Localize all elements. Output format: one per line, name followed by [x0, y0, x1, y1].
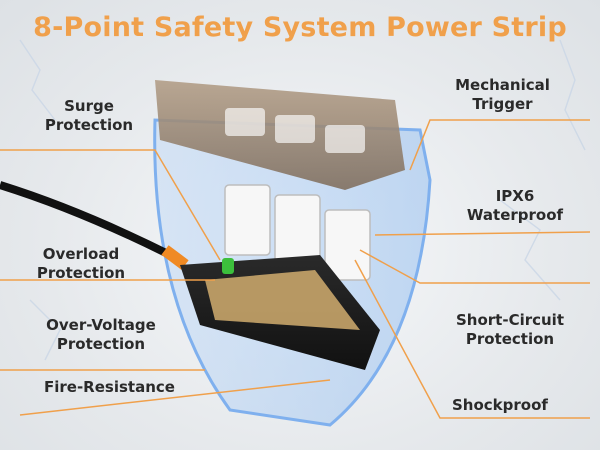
power-cord	[0, 181, 172, 259]
label-overload-line1: Overload	[42, 245, 120, 263]
label-short-circuit-protection: Short-Circuit Protection	[440, 311, 580, 349]
top-shell	[155, 80, 405, 190]
page-title: 8-Point Safety System Power Strip	[33, 12, 567, 43]
label-shockproof: Shockproof	[452, 396, 548, 415]
label-mechanical-trigger: Mechanical Trigger	[435, 76, 570, 114]
label-ipx6-waterproof: IPX6 Waterproof	[450, 187, 580, 225]
label-shortcircuit-line2: Protection	[465, 330, 555, 348]
label-overvoltage-protection: Over-Voltage Protection	[26, 316, 176, 354]
label-mechanical-line2: Trigger	[472, 95, 533, 113]
label-surge-line2: Protection	[44, 116, 134, 134]
label-ipx6-line1: IPX6	[495, 187, 535, 205]
label-shockproof-line1: Shockproof	[452, 396, 548, 414]
label-surge-line1: Surge	[64, 97, 114, 115]
label-overload-line2: Protection	[36, 264, 126, 282]
label-shortcircuit-line1: Short-Circuit	[455, 311, 564, 329]
socket-modules	[224, 184, 371, 281]
base-unit	[180, 255, 380, 370]
leader-lines	[0, 119, 591, 419]
label-ipx6-line2: Waterproof	[466, 206, 564, 224]
label-fire-resistance: Fire-Resistance	[44, 378, 175, 397]
label-surge-protection: Surge Protection	[24, 97, 154, 135]
label-fire-line1: Fire-Resistance	[44, 378, 175, 396]
label-overload-protection: Overload Protection	[20, 245, 142, 283]
label-mechanical-line1: Mechanical	[455, 76, 550, 94]
label-overvoltage-line2: Protection	[56, 335, 146, 353]
lightning-decoration	[19, 39, 586, 361]
label-overvoltage-line1: Over-Voltage	[46, 316, 156, 334]
